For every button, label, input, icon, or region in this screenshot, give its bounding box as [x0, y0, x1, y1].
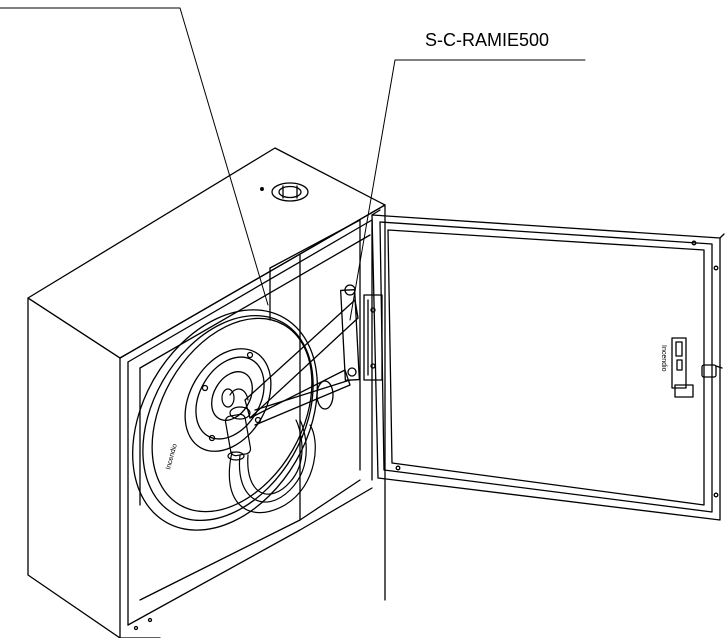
- cabinet-door: Incendio: [372, 210, 724, 520]
- leader-line-left: [0, 8, 268, 305]
- door-lock: [672, 338, 722, 397]
- door-hinge: [364, 295, 382, 380]
- cabinet-top-face: [28, 148, 385, 358]
- reel-outer-disc: [95, 277, 355, 563]
- swing-arm-bracket: [245, 300, 358, 418]
- cabinet-left-face: [28, 298, 120, 638]
- door-panel-outer: [372, 215, 720, 520]
- leader-line-s-c-ramie500: [350, 60, 585, 320]
- hose-loop: [239, 420, 306, 502]
- top-pipe-hole: [272, 183, 308, 201]
- door-brand-text: Incendio: [660, 345, 667, 372]
- hose-nozzle: [225, 414, 252, 457]
- callout-label-s-c-ramie500: S-C-RAMIE500: [425, 30, 550, 50]
- callout-leaders: [0, 8, 585, 320]
- swing-arm: [245, 285, 359, 425]
- cabinet-front-frame: [120, 205, 385, 600]
- reel-brand-text: Incendio: [165, 443, 179, 470]
